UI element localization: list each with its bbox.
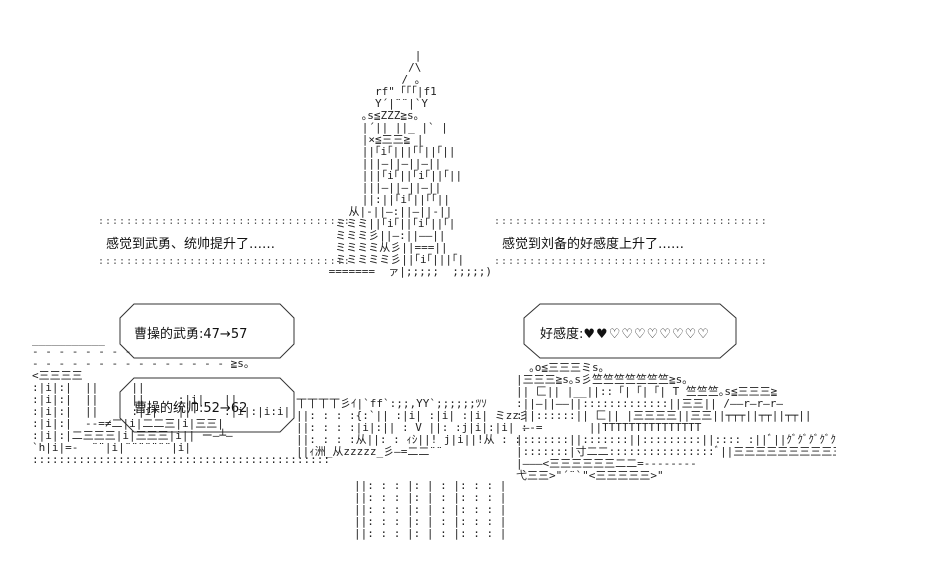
right-ground-art: ｡o≦三三三ミs｡ |三三三≧s｡s彡竺竺竺竺竺竺竺≧s｡ || 匚|| |__… [516, 362, 836, 482]
middle-ground-art: 丅丅丅丅彡ｲ|`ff`:;;,YY`;;;;;;ﾂｿ ||: : : :{:`|… [296, 398, 526, 458]
command-box-frame [119, 377, 295, 433]
valor-stat: 曹操的武勇:47→57 [134, 327, 248, 342]
left-notice-text: 感觉到武勇、统帅提升了…… [106, 237, 276, 252]
left-notice-top-dots: ::::::::::::::::::::::::::::::::::::::::… [98, 216, 348, 227]
tower-art: | /\ / ｡ rf"「「「|f1 Y´|¨¨|`Y ｡s≦ZZZ≧s｡ |´… [328, 49, 492, 278]
valor-box-frame [119, 303, 295, 359]
right-notice-top-dots: ::::::::::::::::::::::::::::::::::::::::… [494, 216, 770, 227]
left-ground-art: ___________ - - - - - - - - - - - - - - … [32, 334, 332, 466]
right-notice-text: 感觉到刘备的好感度上升了…… [502, 237, 685, 252]
favor-filled-hearts: ♥♥ [583, 327, 609, 342]
favor-stat: 好感度:♥♥♡♡♡♡♡♡♡♡ [540, 323, 710, 342]
right-notice-bottom-dots: ::::::::::::::::::::::::::::::::::::::::… [494, 256, 770, 267]
favor-label: 好感度: [540, 327, 584, 342]
left-notice-bottom-dots: ::::::::::::::::::::::::::::::::::::::::… [98, 256, 348, 267]
favor-box-frame [523, 303, 737, 359]
center-base-art: ||: : : |: | : |: : : | ||: : : |: | : |… [354, 479, 507, 540]
command-stat: 曹操的统帅:52→62 [134, 401, 248, 416]
favor-empty-hearts: ♡♡♡♡♡♡♡♡ [608, 327, 710, 342]
